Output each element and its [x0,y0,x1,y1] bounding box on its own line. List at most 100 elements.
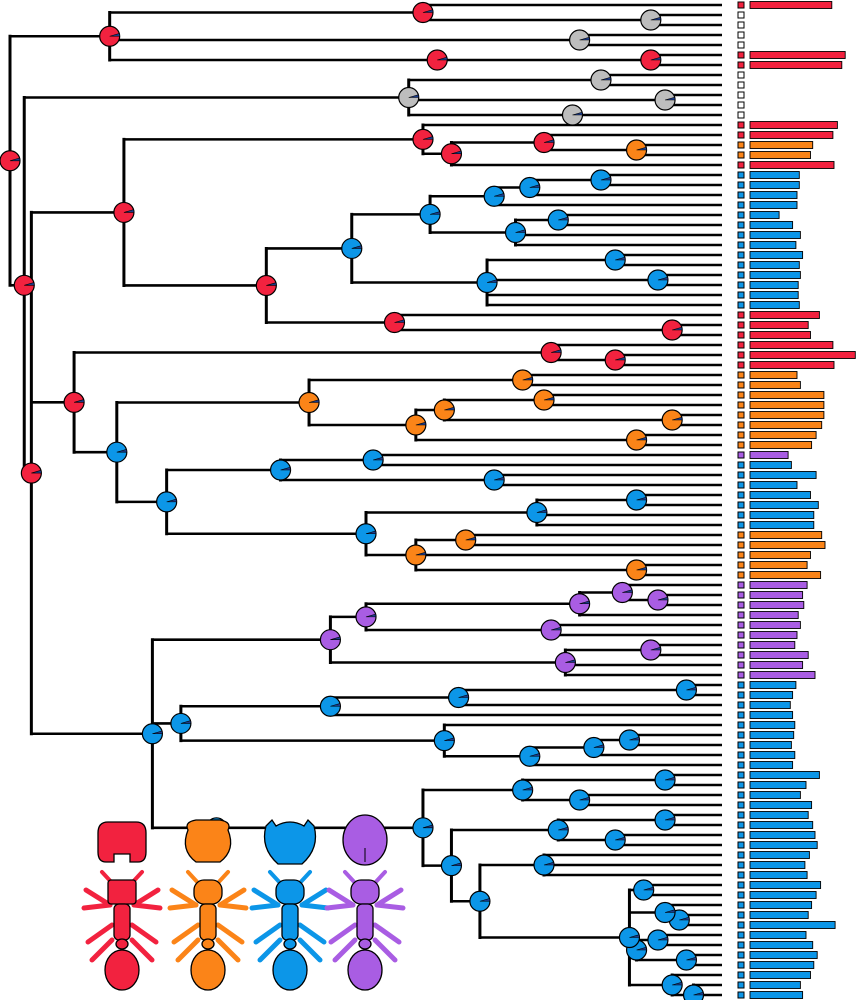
tip-state-box [737,831,745,839]
trait-bar [749,621,801,629]
trait-bar [749,501,819,509]
trait-bar [749,641,796,649]
trait-bar [749,551,811,559]
tip-state-box [737,961,745,969]
legend-blue-morphotype [249,818,331,991]
node-pie [604,349,626,371]
node-pie [405,414,427,436]
node-pie [568,593,591,615]
node-pie [512,369,534,391]
node-pie [604,249,626,271]
tip-state-box [737,251,745,259]
tip-state-box [737,481,745,489]
tip-state-box [737,71,745,79]
node-pie [298,391,320,414]
node-pie [618,729,641,751]
trait-bar [749,741,792,749]
tip-state-box [737,151,745,159]
tip-state-box [737,91,745,99]
trait-bar [749,311,820,319]
trait-bar [749,51,846,59]
tip-state-box [737,241,745,249]
node-pie [398,86,420,109]
trait-bar [749,261,800,269]
trait-bar [749,361,835,369]
node-pie [554,651,576,674]
node-pie [362,449,384,471]
legend-purple-morphotype [324,814,406,991]
trait-bar [749,381,801,389]
node-pie [113,201,135,224]
node-pie [647,589,669,611]
tip-state-box [737,821,745,829]
tip-state-box [737,691,745,699]
tip-state-box [737,101,745,109]
node-pie [533,389,555,411]
tip-state-box [737,701,745,709]
trait-bar [749,931,807,939]
node-pie [547,819,569,841]
node-pie [20,462,42,484]
tip-state-box [737,941,745,949]
trait-bar [749,521,815,529]
tip-state-box [737,131,745,139]
trait-bar [749,451,789,459]
tip-state-box [737,501,745,509]
node-pie [583,736,605,759]
tip-state-box [737,931,745,939]
trait-bar [749,671,816,679]
tip-state-box [737,801,745,809]
node-pie [0,150,21,172]
node-pie [469,890,491,912]
trait-bar [749,131,834,139]
tip-state-box [737,81,745,89]
trait-bar [749,371,798,379]
tip-state-box [737,581,745,589]
tip-state-box [737,311,745,319]
node-pie [625,489,648,511]
tip-state-box [737,891,745,899]
tip-state-box [737,291,745,299]
node-pie [440,855,463,877]
node-pie [661,409,683,431]
trait-bar [749,291,799,299]
node-pie [412,128,434,150]
node-pie [611,581,633,604]
node-pie [661,974,683,996]
tip-state-box [737,841,745,849]
node-pie [640,49,662,71]
node-pie [654,901,676,924]
tip-state-box [737,111,745,119]
tip-state-box [737,461,745,469]
trait-bar [749,891,817,899]
trait-bar [749,271,801,279]
node-pie [526,501,548,524]
head-shape-flat [97,821,147,863]
ant-silhouette [167,870,249,991]
node-pie [661,319,683,341]
trait-bar [749,281,799,289]
trait-bar [749,611,799,619]
node-pie [440,143,463,165]
tip-state-box [737,601,745,609]
tip-state-box [737,781,745,789]
tip-state-box [737,31,745,39]
tree-branches [8,3,722,1000]
trait-bar [749,921,836,929]
node-pie [412,1,434,24]
node-pie [625,559,648,581]
tip-state-box [737,991,745,999]
head-shape-rounded [184,819,232,863]
tip-state-box [737,911,745,919]
trait-bar [749,1,833,9]
tip-state-box [737,511,745,519]
trait-bar [749,691,794,699]
tip-state-box [737,681,745,689]
trait-bar [749,461,792,469]
node-pie [604,829,626,851]
node-pie [590,69,612,91]
trait-bar [749,761,794,769]
tip-state-box [737,431,745,439]
legend-red-morphotype [81,821,163,991]
node-pie [99,25,121,47]
